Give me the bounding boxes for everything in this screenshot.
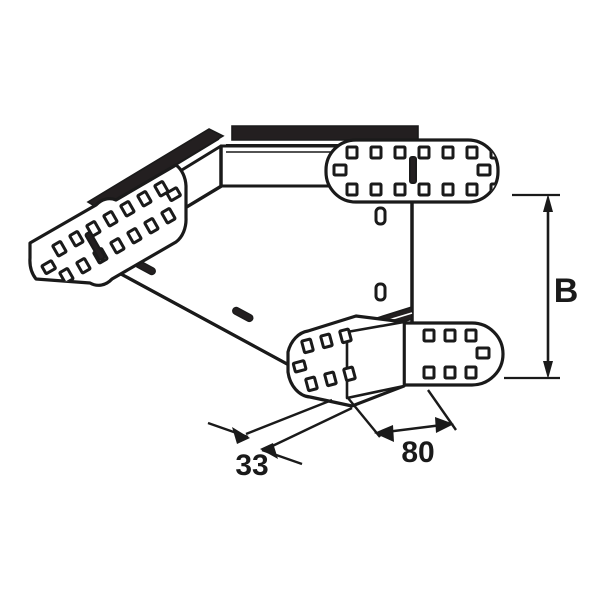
dim-B-arrowhead-bottom: [543, 361, 553, 379]
dim-33-label: 33: [235, 449, 268, 482]
dim-80-label: 80: [401, 436, 434, 469]
dim-B-arrowhead-top: [543, 194, 553, 212]
dim-80-ext-1: [347, 397, 381, 438]
rail-slot-group: [374, 206, 387, 302]
dimension-33-group: 33: [207, 398, 353, 482]
rail-slot-1: [374, 206, 387, 226]
tray-base-left-edge: [96, 259, 301, 373]
dim-33-ext-1: [245, 398, 333, 436]
dimension-B-group: B: [504, 193, 579, 380]
dim-80-arrowhead-left: [374, 425, 394, 442]
plate-tr-side-hole-1: [332, 163, 348, 177]
plate-tr-side-hole-2: [476, 163, 492, 177]
plate-bottom-right-group: [286, 314, 505, 408]
plate-tr-center-slot: [409, 156, 417, 184]
rail-slot-2: [374, 282, 387, 302]
plate-left-side-hole-1: [40, 259, 57, 275]
plate-top-right-group: [324, 138, 500, 204]
dim-33-arrowhead-2: [260, 443, 278, 459]
plate-left-holes: [40, 180, 182, 285]
plate-br-side-hole: [475, 346, 491, 360]
dim-33-ext-2: [263, 406, 353, 452]
dim-33-arrowhead-1: [232, 427, 250, 444]
plate-left-side-hole-2: [165, 186, 182, 202]
plate-br-right-holes: [422, 328, 491, 380]
dim-B-label: B: [554, 272, 579, 310]
flange-top-horizontal: [231, 125, 419, 141]
plate-br-band-face: [345, 320, 406, 400]
plate-br-left-side-hole: [291, 359, 308, 374]
dimension-80-group: 80: [347, 389, 457, 469]
base-slot-2: [232, 306, 254, 323]
dim-80-arrowhead-right: [435, 417, 454, 433]
plate-br-left-holes: [291, 327, 357, 393]
plate-left-group: [28, 163, 188, 287]
plate-left-center-slot: [84, 231, 106, 261]
